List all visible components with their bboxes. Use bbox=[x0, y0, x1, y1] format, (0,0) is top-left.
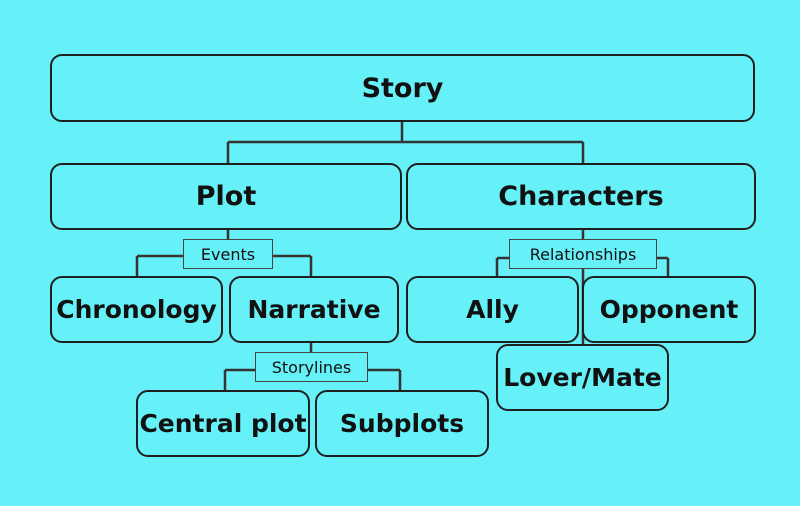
node-narrative: Narrative bbox=[229, 276, 399, 343]
node-subplots: Subplots bbox=[315, 390, 489, 457]
node-plot: Plot bbox=[50, 163, 402, 230]
label-relationships: Relationships bbox=[509, 239, 657, 269]
node-opponent: Opponent bbox=[582, 276, 756, 343]
node-ally: Ally bbox=[406, 276, 579, 343]
node-story: Story bbox=[50, 54, 755, 122]
edge-story-to-plot-characters bbox=[226, 122, 585, 163]
node-chronology: Chronology bbox=[50, 276, 223, 343]
label-storylines: Storylines bbox=[255, 352, 368, 382]
node-lover-mate: Lover/Mate bbox=[496, 344, 669, 411]
node-characters: Characters bbox=[406, 163, 756, 230]
node-central-plot: Central plot bbox=[136, 390, 310, 457]
label-events: Events bbox=[183, 239, 273, 269]
